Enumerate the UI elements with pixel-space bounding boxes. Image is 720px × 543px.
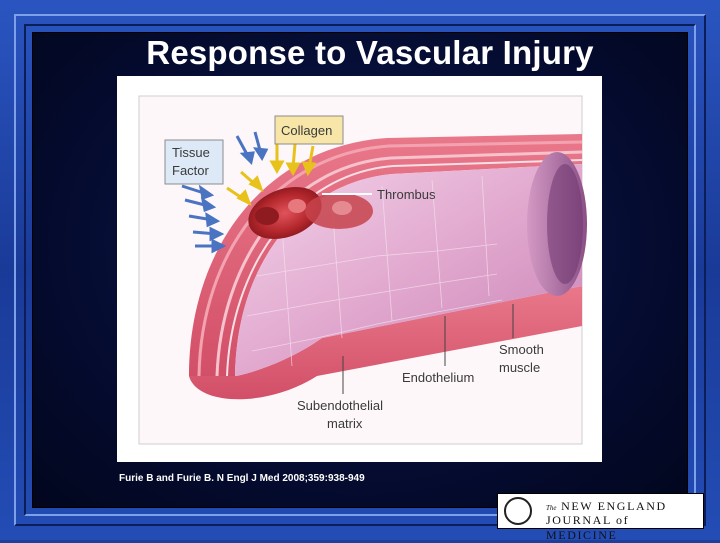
subendothelial-label-line2: matrix [327,416,363,431]
tissue-factor-arrows [181,131,269,254]
vessel-bottom-wall [189,286,582,400]
collagen-arrows [226,143,317,207]
vascular-injury-illustration: Collagen Tissue Factor Thrombus Smooth m… [117,76,602,462]
thrombus-clot [248,186,373,240]
nejm-logo: The NEW ENGLAND JOURNAL of MEDICINE [497,493,704,542]
tissue-factor-label-box [164,139,224,185]
frame-bevel [14,14,706,526]
nejm-logo-line1: NEW ENGLAND [561,499,667,513]
smooth-muscle-label-line1: Smooth [499,342,544,357]
vessel-diagram: Collagen Tissue Factor Thrombus Smooth m… [138,95,587,445]
nejm-seal-icon [504,497,532,525]
collagen-label-box [274,115,344,145]
tissue-factor-label-line2: Factor [172,163,210,178]
nejm-logo-line2: JOURNAL of MEDICINE [546,513,630,542]
nejm-logo-prefix: The [546,504,557,512]
subendothelial-label-line1: Subendothelial [297,398,383,413]
frame-inner-bevel [24,24,696,516]
slide-title: Response to Vascular Injury [146,34,594,71]
endothelium-label: Endothelium [402,370,474,385]
thrombus-label: Thrombus [377,187,436,202]
collagen-label: Collagen [281,123,332,138]
endothelial-cell-mesh [246,175,503,367]
tissue-factor-label-line1: Tissue [172,145,210,160]
smooth-muscle-label-line2: muscle [499,360,540,375]
citation-text: Furie B and Furie B. N Engl J Med 2008;3… [119,473,365,484]
